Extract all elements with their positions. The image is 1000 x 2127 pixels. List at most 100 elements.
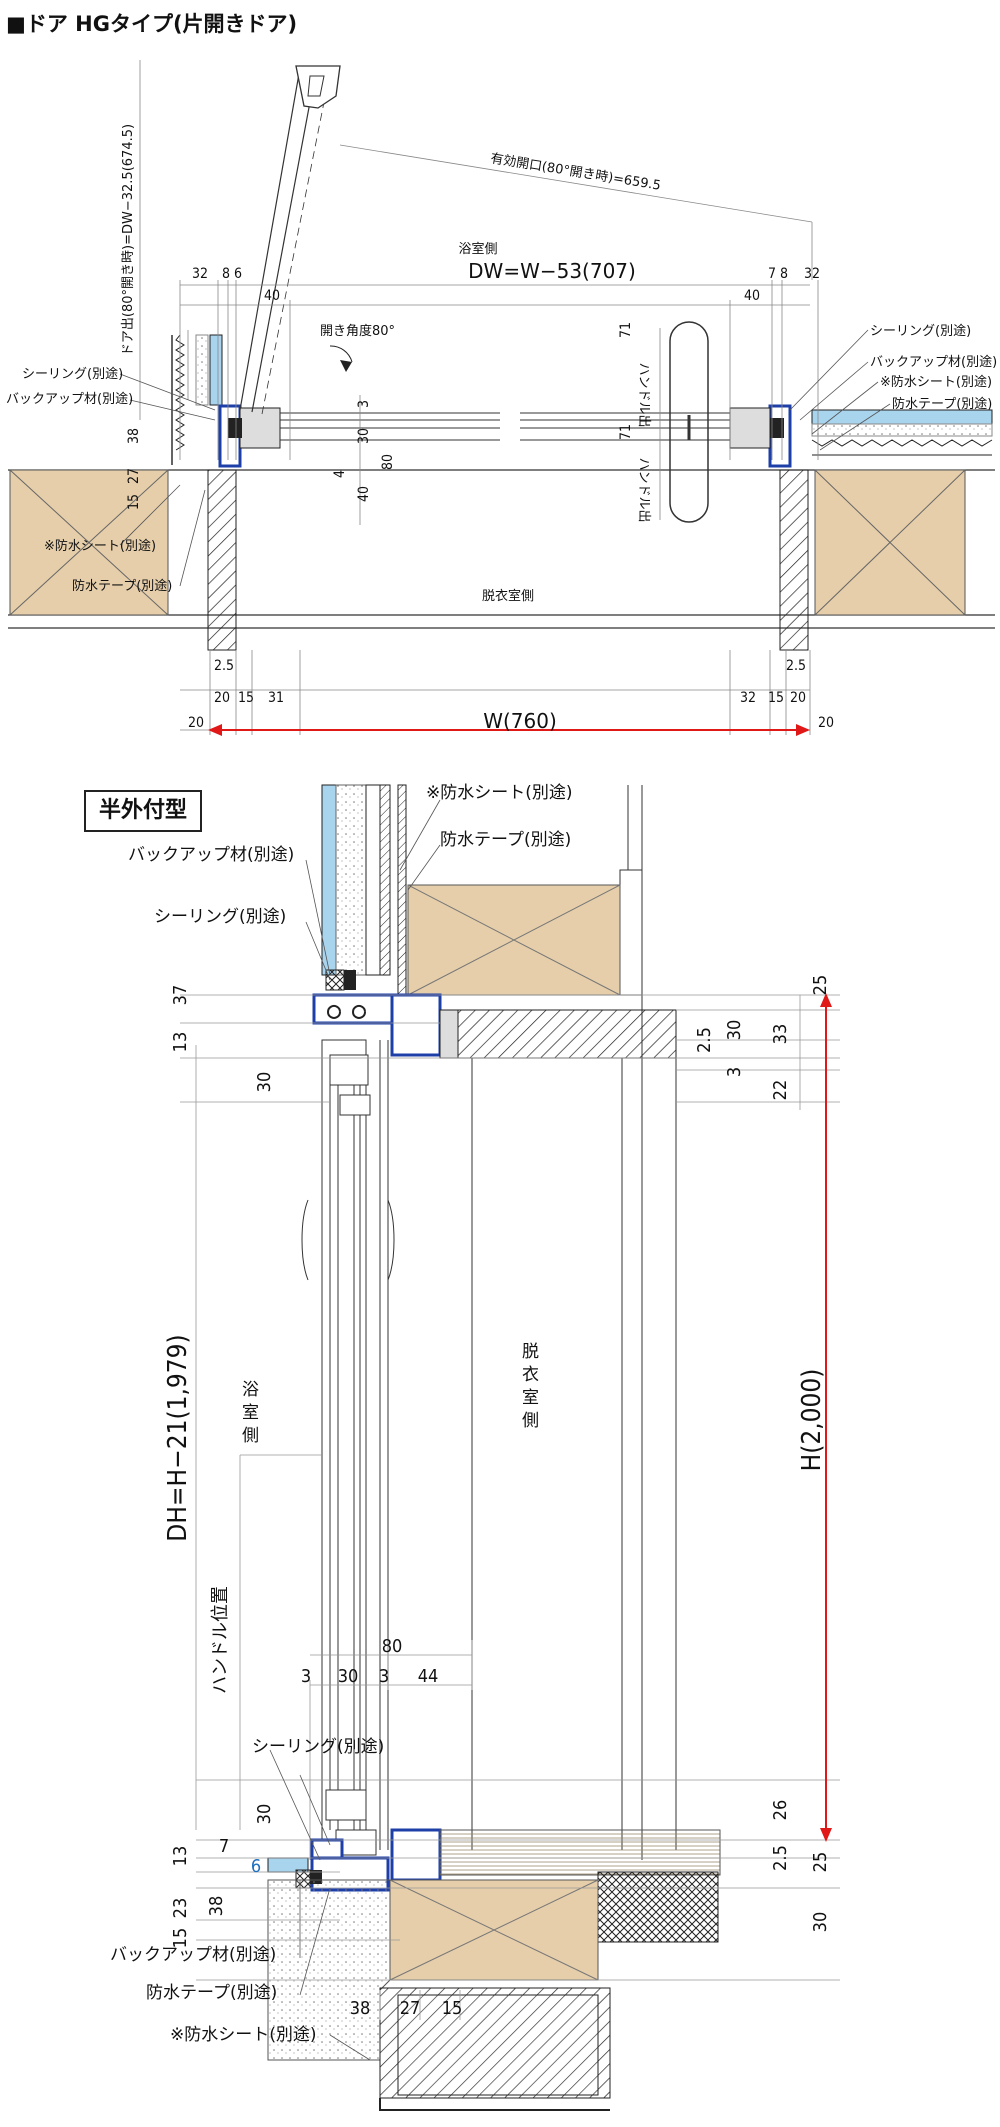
plan-dim-80: 80 xyxy=(380,454,396,470)
section-dim-30-r: 30 xyxy=(724,1020,745,1041)
section-bottom-wood xyxy=(389,1879,599,1981)
plan-dim-15-bl: 15 xyxy=(238,690,254,706)
plan-effective-opening: 有効開口(80°開き時)=659.5 xyxy=(489,151,661,193)
plan-note-left-1: シーリング(別途) xyxy=(22,366,123,382)
section-dim-3-b: 3 xyxy=(379,1666,389,1687)
section-dim-38-b: 38 xyxy=(350,1998,371,2019)
plan-dw-label: DW=W−53(707) xyxy=(468,259,636,283)
section-note-bottom-3: 防水テープ(別途) xyxy=(146,1983,277,2003)
plan-dim-20-edge-left: 20 xyxy=(188,715,204,731)
section-dim-6: 6 xyxy=(251,1856,261,1877)
section-note-top-2: 防水テープ(別途) xyxy=(440,830,571,850)
section-dim-25-a: 2.5 xyxy=(694,1027,715,1053)
plan-note-left-4: 防水テープ(別途) xyxy=(72,578,172,594)
section-dim-26: 26 xyxy=(770,1800,791,1821)
section-dim-44: 44 xyxy=(418,1666,439,1687)
plan-dim-8-left: 8 xyxy=(222,266,230,282)
section-dim-38-l: 38 xyxy=(206,1896,227,1917)
section-dim-7: 7 xyxy=(219,1836,229,1857)
plan-left-frame xyxy=(218,404,281,468)
section-dim-13: 13 xyxy=(170,1032,191,1053)
plan-dim-32-right: 32 xyxy=(804,266,820,282)
plan-dim-20-br: 20 xyxy=(790,690,806,706)
plan-dim-15: 15 xyxy=(126,494,142,510)
section-note-top-4: シーリング(別途) xyxy=(154,907,286,927)
section-dim-25-top: 25 xyxy=(810,975,831,996)
section-dim-27-b: 27 xyxy=(400,1998,421,2019)
section-dim-25-b: 2.5 xyxy=(770,1845,791,1871)
section-dim-15-l: 15 xyxy=(170,1928,191,1949)
plan-dim-32-br: 32 xyxy=(740,690,756,706)
plan-note-left-2: バックアップ材(別途) xyxy=(6,391,133,407)
plan-dim-71-a: 71 xyxy=(618,322,634,338)
section-top-beam xyxy=(457,1009,677,1059)
plan-handle-out-1: ハンドル出 xyxy=(636,362,651,427)
plan-handle xyxy=(669,321,709,523)
section-dim-22: 22 xyxy=(770,1080,791,1101)
section-note-bottom-1: シーリング(別途) xyxy=(252,1737,384,1757)
plan-left-wall xyxy=(207,469,237,651)
section-top-wood xyxy=(407,884,621,996)
plan-dim-15-br: 15 xyxy=(768,690,784,706)
plan-dim-25-right: 2.5 xyxy=(786,658,806,674)
plan-dim-6-left: 6 xyxy=(234,266,242,282)
section-room-dress: 脱衣室側 xyxy=(518,1342,539,1434)
plan-note-right-4: 防水テープ(別途) xyxy=(892,396,992,412)
section-dim-30-top: 30 xyxy=(254,1072,275,1093)
plan-note-right-2: バックアップ材(別途) xyxy=(870,354,997,370)
section-dim-25-br: 25 xyxy=(810,1852,831,1873)
section-dim-37: 37 xyxy=(170,985,191,1006)
section-room-bath: 浴室側 xyxy=(238,1380,259,1449)
section-dim-3-r: 3 xyxy=(724,1067,745,1077)
plan-dim-31-bl: 31 xyxy=(268,690,284,706)
plan-door-out: ドア出(80°開き時)=DW−32.5(674.5) xyxy=(121,124,136,356)
section-bottom-slab xyxy=(379,1987,611,2111)
plan-door-open xyxy=(239,65,341,415)
section-dim-30-br: 30 xyxy=(810,1912,831,1933)
plan-dim-4: 4 xyxy=(332,470,348,478)
section-head-frame xyxy=(312,993,459,1059)
plan-room-dress: 脱衣室側 xyxy=(482,588,534,604)
plan-w-label: W(760) xyxy=(483,709,557,733)
plan-view: 浴室側 脱衣室側 DW=W−53(707) W(760) 有効開口(80°開き時… xyxy=(6,60,997,736)
plan-dim-3: 3 xyxy=(356,400,372,408)
plan-dim-20-bl: 20 xyxy=(214,690,230,706)
section-note-bottom-4: ※防水シート(別途) xyxy=(170,2025,317,2045)
section-door-leaf xyxy=(321,1039,677,1856)
section-dh-label: DH=H−21(1,979) xyxy=(163,1334,193,1541)
section-type-label: 半外付型 xyxy=(84,790,202,832)
section-dim-30-h: 30 xyxy=(338,1666,359,1687)
plan-left-tile xyxy=(171,334,223,465)
plan-dim-40-left: 40 xyxy=(264,288,280,304)
section-note-bottom-2: バックアップ材(別途) xyxy=(110,1945,276,1965)
section-note-top-3: バックアップ材(別途) xyxy=(128,845,294,865)
plan-dim-20-edge-right: 20 xyxy=(818,715,834,731)
page-title: ■ドア HGタイプ(片開きドア) xyxy=(6,12,298,36)
plan-angle-label: 開き角度80° xyxy=(320,323,395,339)
plan-leaders xyxy=(119,329,891,587)
plan-dim-32-left: 32 xyxy=(192,266,208,282)
section-dim-80: 80 xyxy=(382,1636,403,1657)
plan-left-wood xyxy=(9,469,169,616)
plan-right-wood xyxy=(814,469,966,616)
section-dim-15-b: 15 xyxy=(442,1998,463,2019)
plan-note-right-1: シーリング(別途) xyxy=(870,323,971,339)
section-note-top-1: ※防水シート(別途) xyxy=(426,783,573,803)
plan-dim-38: 38 xyxy=(126,428,142,444)
section-h-label: H(2,000) xyxy=(797,1369,827,1472)
plan-dim-40-right: 40 xyxy=(744,288,760,304)
plan-dim-40-v: 40 xyxy=(356,486,372,502)
plan-room-bath: 浴室側 xyxy=(458,241,497,257)
plan-right-frame xyxy=(729,404,792,468)
plan-dim-27: 27 xyxy=(126,468,142,484)
plan-note-left-3: ※防水シート(別途) xyxy=(44,538,156,554)
plan-dim-7-right: 7 xyxy=(768,266,776,282)
plan-dim-30: 30 xyxy=(356,428,372,444)
section-dim-13-b: 13 xyxy=(170,1846,191,1867)
plan-dim-71-b: 71 xyxy=(618,424,634,440)
plan-right-tile xyxy=(811,409,993,456)
section-dim-30-b: 30 xyxy=(254,1804,275,1825)
plan-note-right-3: ※防水シート(別途) xyxy=(880,374,992,390)
plan-handle-out-2: ハンドル出 xyxy=(636,457,651,522)
